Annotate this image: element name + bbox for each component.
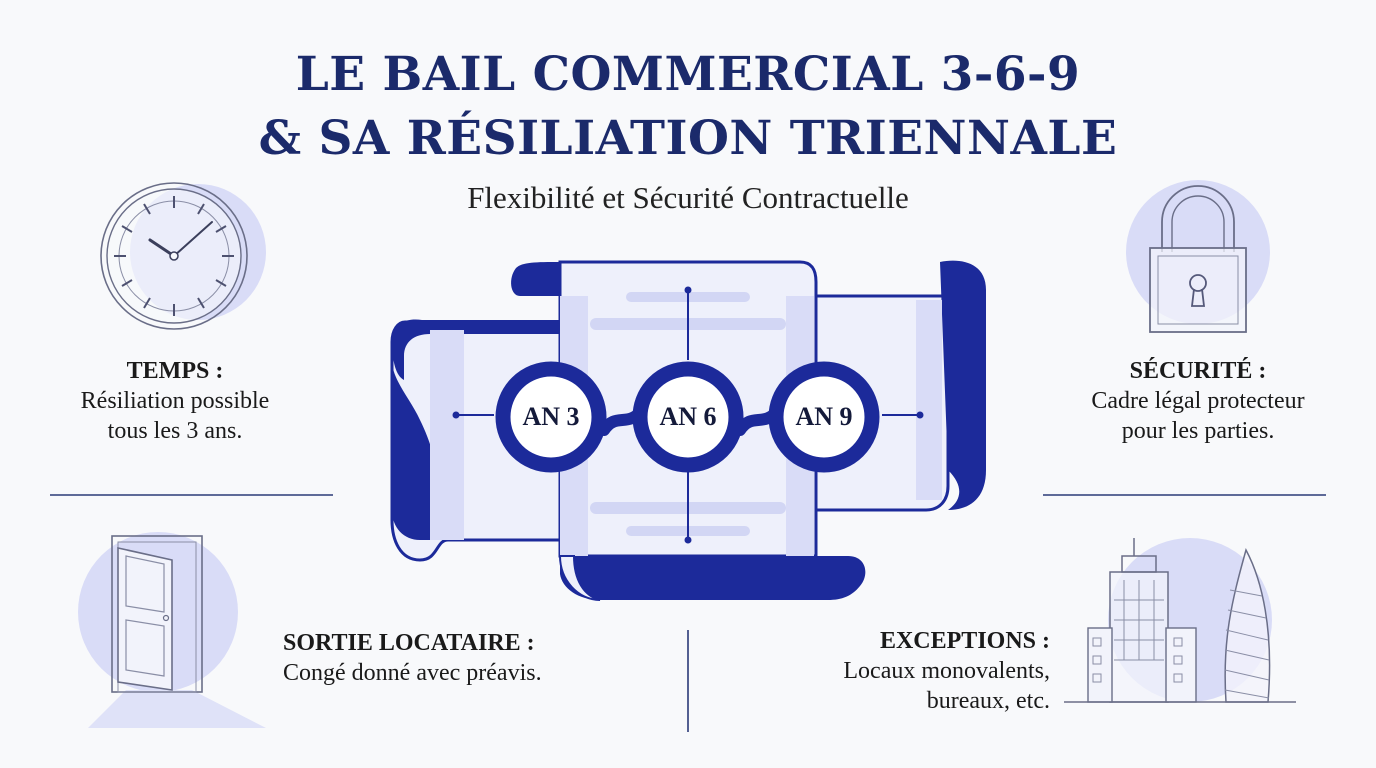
temps-line-2: tous les 3 ans. [107,418,243,444]
lock-icon [1126,180,1270,333]
exceptions-line-1: Locaux monovalents, [843,658,1050,684]
temps-block: TEMPS : Résiliation possible tous les 3 … [50,356,300,446]
page-title-line-2: & SA RÉSILIATION TRIENNALE [258,111,1118,166]
temps-line-1: Résiliation possible [80,388,270,414]
sortie-block: SORTIE LOCATAIRE : Congé donné avec préa… [283,628,603,688]
milestone-label: AN 9 [795,402,853,431]
sortie-line-1: Congé donné avec préavis. [283,660,542,686]
exceptions-line-2: bureaux, etc. [926,688,1050,714]
milestone-label: AN 3 [522,402,580,431]
sortie-heading: SORTIE LOCATAIRE : [283,630,535,656]
milestone-ring-an9 [768,361,880,473]
buildings-icon [1064,538,1296,703]
securite-heading: SÉCURITÉ : [1129,358,1267,384]
door-icon [78,532,266,728]
milestone-label: AN 6 [659,402,717,431]
milestone-ring-an3 [495,361,607,473]
securite-block: SÉCURITÉ : Cadre légal protecteur pour l… [1068,356,1328,446]
exceptions-heading: EXCEPTIONS : [879,628,1050,654]
page-title-line-1: LE BAIL COMMERCIAL 3-6-9 [295,47,1081,102]
clock-icon [100,182,266,330]
exceptions-block: EXCEPTIONS : Locaux monovalents, bureaux… [790,626,1050,716]
securite-line-2: pour les parties. [1121,418,1275,444]
milestone-ring-an6 [632,361,744,473]
temps-heading: TEMPS : [126,358,224,384]
page-subtitle: Flexibilité et Sécurité Contractuelle [467,180,909,215]
securite-line-1: Cadre légal protecteur [1091,388,1305,414]
